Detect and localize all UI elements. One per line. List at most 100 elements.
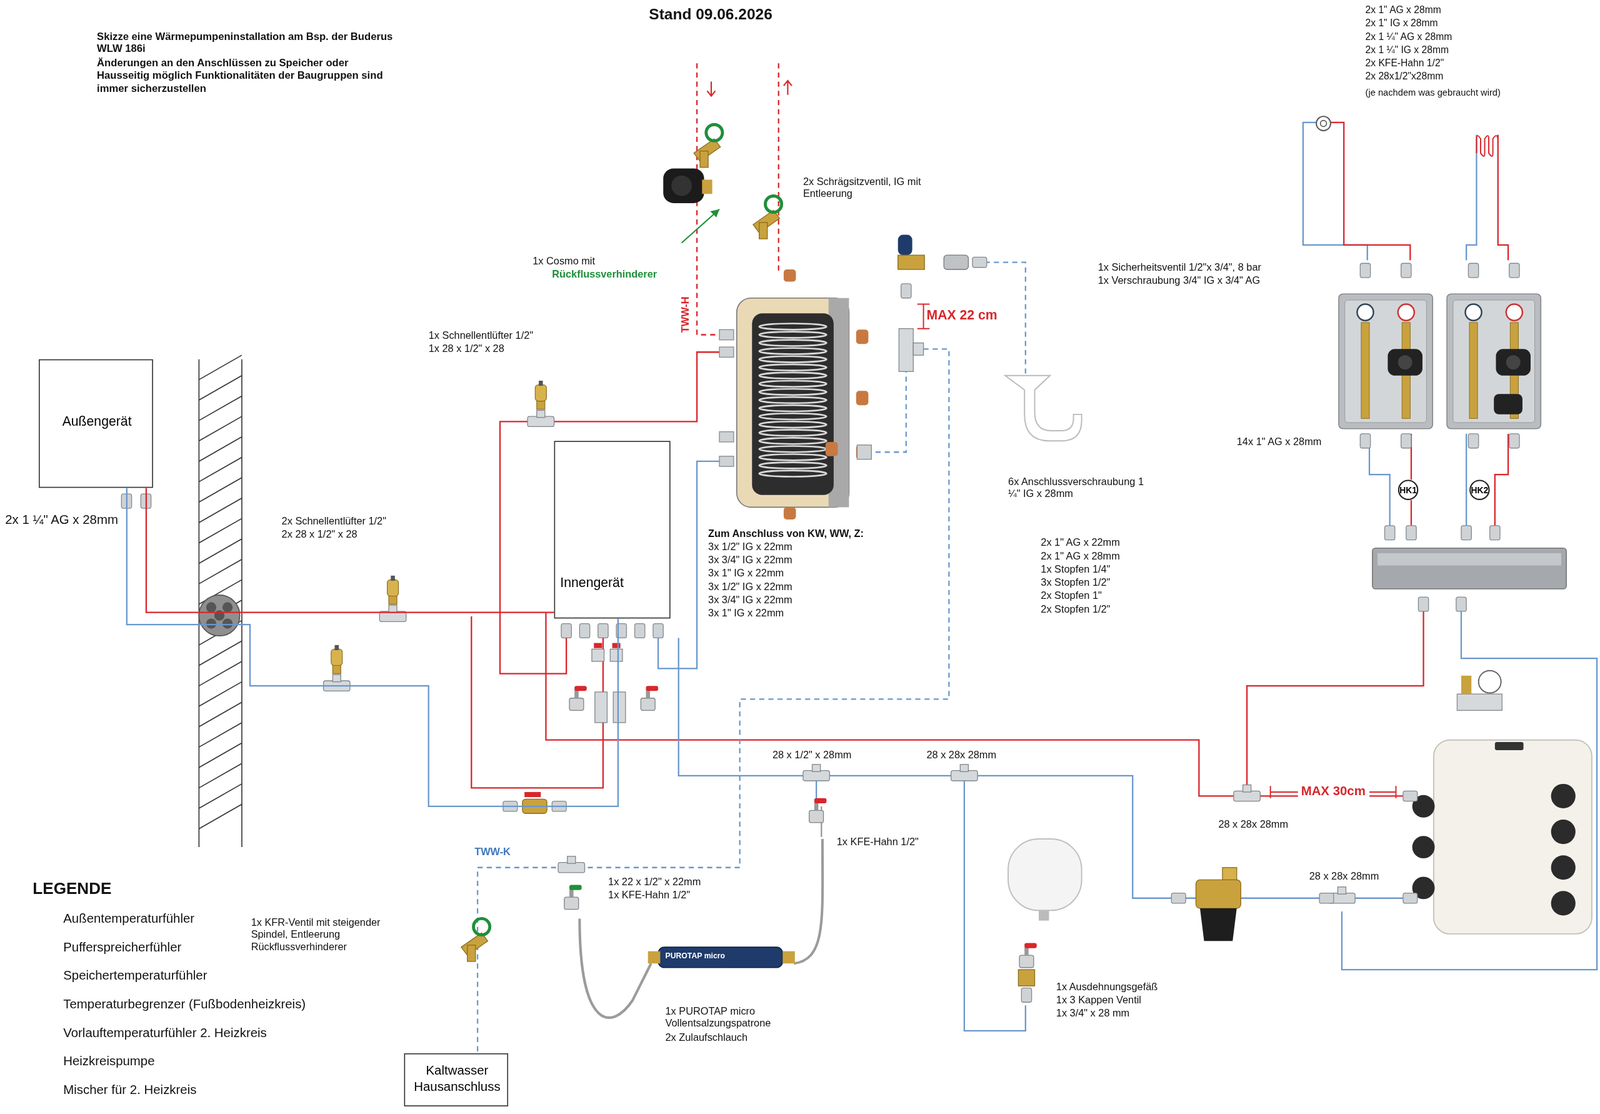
tank-port	[1551, 855, 1576, 880]
ball-valve	[809, 810, 824, 823]
safety-valve	[1461, 675, 1472, 694]
part-label: LEGENDE	[32, 878, 112, 899]
coupling	[579, 623, 590, 639]
pipe	[1465, 433, 1467, 531]
heat-exchanger-coil	[759, 413, 827, 420]
wall-hatch	[198, 681, 242, 707]
wall-hatch	[198, 375, 242, 400]
part-label: 3x 1" IG x 22mm	[708, 606, 784, 620]
wall-hatch	[198, 477, 242, 502]
ball-valve	[522, 798, 547, 814]
node-label: Außengerät	[40, 413, 155, 430]
tank-port	[783, 269, 797, 282]
coupling	[1403, 893, 1418, 904]
part-label: 3x 1" IG x 22mm	[708, 567, 784, 580]
pipe	[545, 612, 1403, 797]
demineralisation-cartridge	[658, 946, 783, 968]
pipe	[1466, 135, 1477, 261]
heat-exchanger-coil	[759, 380, 827, 387]
part-label: 1x 3 Kappen Ventil	[1056, 993, 1142, 1007]
pipe	[917, 303, 930, 305]
part-label: 2x 1" AG x 28mm	[1365, 4, 1441, 17]
tee-fitting	[323, 680, 350, 691]
wall-hatch	[198, 518, 242, 543]
part-label: 1x Sicherheitsventil 1/2"x 3/4", 8 bar	[1098, 261, 1262, 274]
legend-entry: Außentemperaturfühler	[63, 911, 195, 927]
buffer-tank	[1433, 740, 1592, 934]
wall-hatch	[198, 661, 242, 686]
tee-fitting	[960, 764, 969, 772]
fitting	[613, 691, 626, 723]
part-label: 2x 1 ¼" AG x 28mm	[5, 512, 119, 529]
dirt-separator	[1195, 879, 1241, 909]
part-label: 2x 1 ¼" AG x 28mm	[1365, 30, 1452, 43]
water-supply-box: Kaltwasser Hausanschluss	[404, 1053, 509, 1107]
coupling	[616, 623, 627, 639]
part-label: (je nachdem was gebraucht wird)	[1365, 87, 1500, 99]
pump-station	[1446, 293, 1541, 429]
valve-handle	[645, 685, 659, 691]
heating-circuit-circle: HK2	[1469, 479, 1490, 500]
pipe	[1395, 785, 1397, 799]
coupling	[1360, 263, 1370, 278]
tee-fitting	[536, 410, 545, 417]
coupling	[1418, 596, 1429, 612]
part-label: 2x 1" AG x 28mm	[1040, 550, 1120, 563]
coupling	[140, 493, 151, 509]
part-label: 3x 3/4" IG x 22mm	[708, 593, 793, 607]
tank-port	[856, 329, 869, 344]
pipe	[477, 348, 949, 1051]
coupling	[1401, 263, 1412, 278]
part-label: 1x 22 x 1/2" x 22mm	[608, 875, 701, 889]
part-label: 2x 1" IG x 28mm	[1365, 17, 1438, 30]
floor-heating-symbol	[1476, 135, 1498, 157]
pipe	[1246, 610, 1424, 796]
heat-exchanger-coil	[759, 445, 827, 452]
wall-hatch	[198, 395, 242, 420]
heat-exchanger-coil	[759, 340, 827, 347]
wall-hatch	[198, 456, 242, 482]
legend-entry: Pufferspreicherfühler	[63, 940, 182, 956]
pipe	[1341, 610, 1597, 970]
thermometer	[1356, 304, 1374, 321]
part-label: 6x Anschlussverschraubung 1 ¼" IG x 28mm	[1008, 475, 1154, 501]
tee-fitting	[527, 416, 554, 427]
pipe	[1495, 433, 1509, 531]
coupling	[1406, 525, 1417, 540]
coupling	[121, 493, 132, 509]
pipe	[471, 616, 604, 788]
heat-exchanger-coil	[759, 372, 827, 379]
part-label: 14x 1" AG x 28mm	[1236, 435, 1322, 449]
wall-hatch	[198, 701, 242, 727]
part-label: 28 x 28x 28mm	[1218, 818, 1289, 831]
safety-valve	[898, 255, 925, 270]
part-label: 1x KFE-Hahn 1/2"	[608, 888, 690, 902]
coupling	[1401, 433, 1412, 449]
pipe	[917, 328, 930, 330]
ball-valve	[569, 698, 584, 711]
part-label: PUROTAP micro	[665, 951, 725, 961]
part-label: 2x Zulaufschlauch	[665, 1031, 748, 1045]
heat-exchanger-coil	[759, 323, 827, 330]
part-label: Zum Anschluss von KW, WW, Z:	[708, 527, 864, 540]
legend-entry: Heizkreispumpe	[63, 1054, 155, 1070]
wall-hatch	[198, 783, 242, 809]
wall-sleeve	[206, 601, 217, 612]
part-label: 1x 28 x 1/2" x 28	[428, 343, 505, 356]
circulation-pump	[671, 175, 692, 197]
heating-manifold	[1377, 553, 1562, 566]
angle-seat-valve	[467, 945, 476, 962]
heat-exchanger-coil	[759, 437, 827, 444]
circle-outline	[1469, 479, 1600, 1114]
label-background	[1298, 783, 1370, 800]
pipe	[500, 351, 720, 674]
coupling	[901, 283, 912, 299]
wall	[241, 359, 243, 847]
part-label: 1x Cosmo mit	[532, 255, 595, 268]
wall-hatch	[198, 804, 242, 829]
wall-hatch	[198, 436, 242, 462]
wall	[198, 359, 242, 847]
heat-exchanger-coil	[759, 388, 827, 395]
ball-valve	[640, 698, 655, 711]
